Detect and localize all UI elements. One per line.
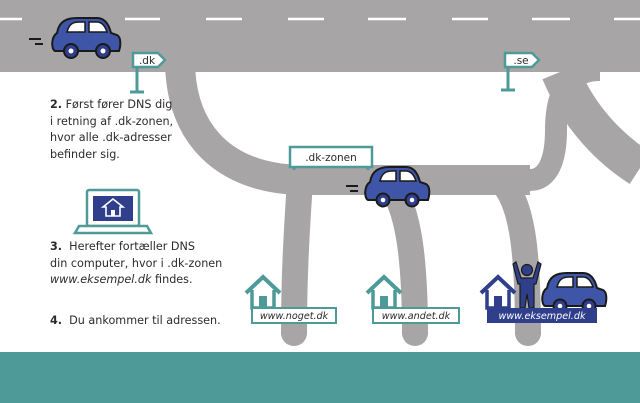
step-2-line-4: befinder sig.: [50, 147, 120, 161]
road-ends: [281, 320, 541, 346]
address-label-eksempel: www.eksempel.dk: [498, 311, 585, 322]
sign-se-label: .se: [513, 55, 528, 67]
step-2-line-2: i retning af .dk-zonen,: [50, 114, 174, 128]
car-icon: [29, 17, 122, 59]
step-3-line-1-text: Herefter fortæller DNS: [69, 240, 195, 253]
ground-band: [0, 352, 640, 403]
step-3-line-3-rest: findes.: [151, 273, 193, 286]
step-2-line-3: hvor alle .dk-adresser: [50, 131, 172, 144]
step-2-text: 2. Først fører DNS dig i retning af .dk-…: [50, 97, 173, 163]
sign-icon: [288, 145, 374, 170]
house-icon: [244, 274, 282, 310]
address-label-noget: www.noget.dk: [260, 311, 329, 322]
step-4-number: 4.: [50, 314, 63, 327]
step-3-line-1: 3. Herefter fortæller DNS: [50, 239, 222, 256]
sign-dk-zonen-label: .dk-zonen: [305, 152, 357, 164]
step-4-line: Du ankommer til adressen.: [69, 314, 221, 327]
sign-dk-label: .dk: [139, 55, 156, 67]
step-3-text: 3. Herefter fortæller DNS din computer, …: [50, 239, 222, 289]
sign-dk: .dk: [130, 51, 167, 94]
sign-icon: [130, 51, 167, 94]
car-icon: [541, 272, 608, 314]
house-icon: [479, 274, 517, 310]
step-2-number: 2.: [50, 98, 63, 111]
sign-dk-zonen: .dk-zonen: [288, 145, 374, 170]
step-2-line-1: 2. Først fører DNS dig: [50, 97, 173, 114]
step-3-line-2: din computer, hvor i .dk-zonen: [50, 256, 223, 270]
sign-se: .se: [501, 51, 541, 92]
car-icon: [346, 166, 431, 208]
step-3-number: 3.: [50, 240, 63, 253]
step-3-address: www.eksempel.dk: [50, 273, 152, 286]
road-network: [165, 59, 640, 336]
address-noget: www.noget.dk: [251, 307, 337, 324]
step-2-line-1-text: Først fører DNS dig: [65, 98, 173, 111]
step-4-text: 4. Du ankommer til adressen.: [50, 313, 221, 330]
sign-icon: [501, 51, 541, 92]
address-label-andet: www.andet.dk: [382, 311, 451, 322]
address-eksempel: www.eksempel.dk: [487, 308, 597, 323]
step-3-line-3: www.eksempel.dk findes.: [50, 272, 222, 289]
laptop-icon: [72, 188, 154, 235]
address-andet: www.andet.dk: [372, 307, 460, 324]
house-icon: [365, 274, 403, 310]
